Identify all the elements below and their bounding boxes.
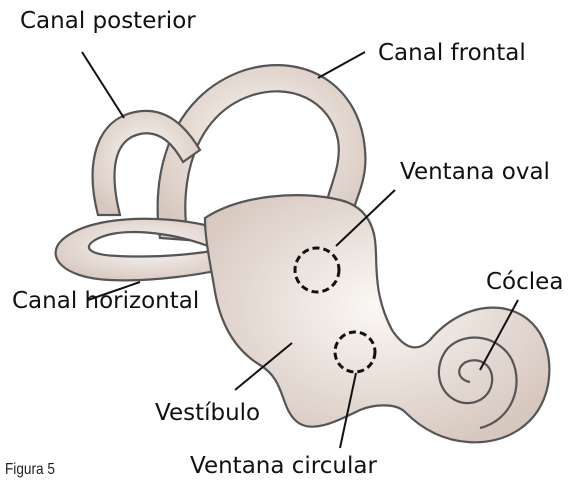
label-canal-horizontal: Canal horizontal <box>12 290 199 313</box>
label-canal-posterior: Canal posterior <box>20 10 196 33</box>
figure-caption: Figura 5 <box>5 461 55 479</box>
label-ventana-oval: Ventana oval <box>400 161 550 184</box>
leader-canal-frontal <box>318 52 365 78</box>
label-vestibulo: Vestíbulo <box>155 402 260 425</box>
label-canal-frontal: Canal frontal <box>378 42 526 65</box>
leader-canal-posterior <box>82 52 124 118</box>
label-ventana-circular: Ventana circular <box>190 455 377 478</box>
label-coclea: Cóclea <box>486 271 563 294</box>
